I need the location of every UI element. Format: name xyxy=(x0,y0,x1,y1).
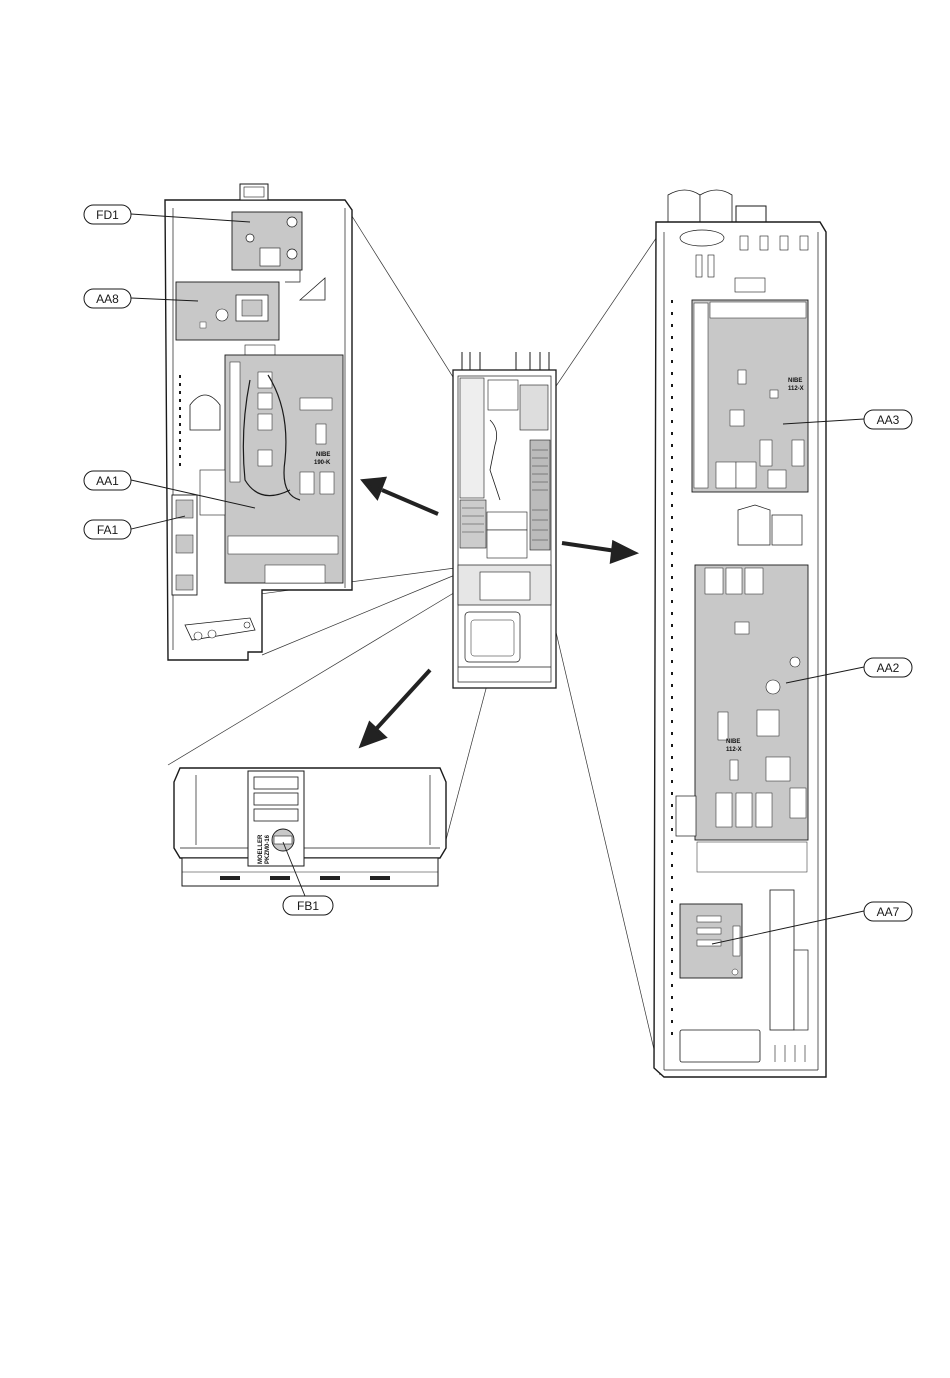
callout-label-aa3: AA3 xyxy=(877,413,900,427)
arrow-to-right-detail xyxy=(562,543,616,551)
callout-label-aa7: AA7 xyxy=(877,905,900,919)
left-detail-view: NIBE 190-K xyxy=(165,184,352,660)
callout-label-aa8: AA8 xyxy=(96,292,119,306)
right-detail-view: NIBE 112-X NIBE 112-X xyxy=(654,190,826,1077)
callout-label-fa1: FA1 xyxy=(97,523,119,537)
aa1-board-model: 190-K xyxy=(314,460,331,466)
arrow-to-bottom-detail xyxy=(377,670,430,728)
arrow-to-left-detail xyxy=(382,490,438,514)
bottom-detail-view: MOELLER PKZM0-16 xyxy=(174,768,446,886)
aa3-board-brand: NIBE xyxy=(788,378,802,384)
callout-label-aa2: AA2 xyxy=(877,661,900,675)
fb1-model: PKZM0-16 xyxy=(265,834,271,864)
fb1-brand: MOELLER xyxy=(258,834,264,864)
aa2-board-model: 112-X xyxy=(726,747,742,753)
callout-label-aa1: AA1 xyxy=(96,474,119,488)
callout-label-fb1: FB1 xyxy=(297,899,319,913)
callout-label-fd1: FD1 xyxy=(96,208,119,222)
aa1-board-brand: NIBE xyxy=(316,452,330,458)
aa3-board-model: 112-X xyxy=(788,386,804,392)
overview-unit xyxy=(453,352,556,688)
aa2-board-brand: NIBE xyxy=(726,739,740,745)
